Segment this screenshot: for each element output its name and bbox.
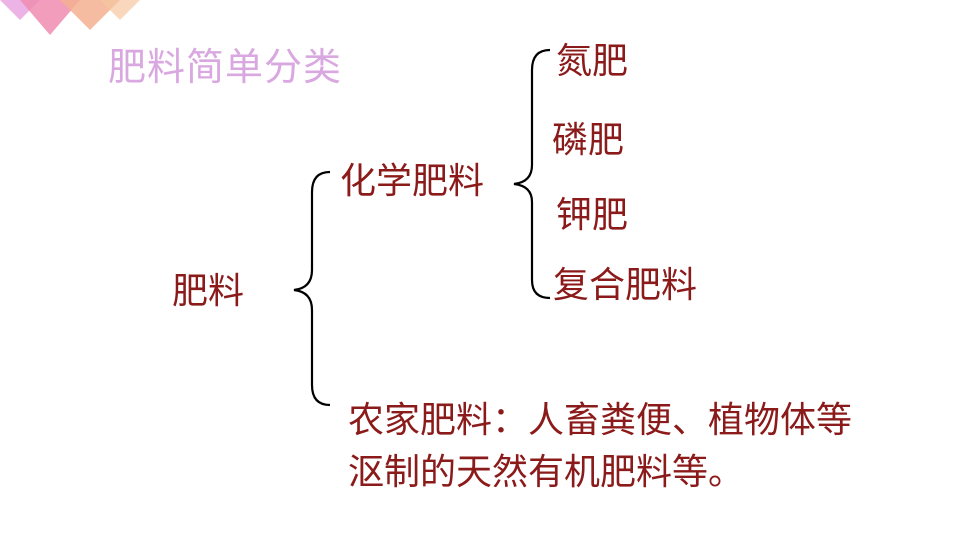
- farm-fertilizer-line-1: 农家肥料：人畜粪便、植物体等: [348, 400, 853, 441]
- nitrogen-fertilizer-label: 氮肥: [556, 41, 629, 82]
- slide-title: 肥料简单分类: [108, 45, 343, 89]
- farm-fertilizer-line-2: 沤制的天然有机肥料等。: [348, 452, 745, 493]
- chemical-fertilizer-label: 化学肥料: [340, 161, 485, 202]
- main-brace: [293, 170, 331, 407]
- compound-fertilizer-label: 复合肥料: [553, 265, 698, 306]
- root-label: 肥料: [172, 271, 245, 312]
- phosphate-fertilizer-label: 磷肥: [552, 120, 625, 161]
- chemical-brace: [513, 48, 551, 300]
- potash-fertilizer-label: 钾肥: [556, 195, 629, 236]
- corner-decoration: [0, 0, 140, 35]
- farm-fertilizer-description: 农家肥料：人畜粪便、植物体等 沤制的天然有机肥料等。: [348, 395, 948, 499]
